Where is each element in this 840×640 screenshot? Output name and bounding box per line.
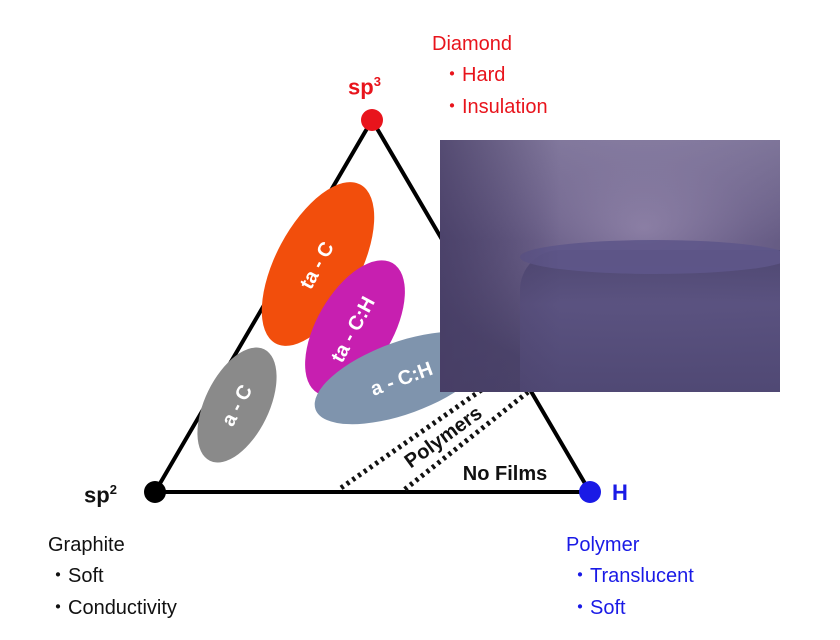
polymer-title: Polymer (566, 533, 639, 557)
vertex-sp2-dot (144, 481, 166, 503)
polymer-item-translucent: ・Translucent (570, 564, 694, 588)
polymer-item-soft: ・Soft (570, 596, 626, 620)
diamond-item-hard: ・Hard (442, 63, 505, 87)
graphite-item-conductivity: ・Conductivity (48, 596, 177, 620)
vertex-label-sp2: sp2 (84, 478, 117, 507)
band-label-no-films: No Films (463, 463, 547, 485)
plasma-photo (440, 140, 780, 392)
graphite-item-soft: ・Soft (48, 564, 104, 588)
vertex-label-sp3: sp3 (348, 70, 381, 99)
diamond-item-insulation: ・Insulation (442, 95, 548, 119)
diamond-title: Diamond (432, 32, 512, 56)
vertex-label-h: H (612, 481, 628, 505)
graphite-title: Graphite (48, 533, 125, 557)
vertex-h-dot (579, 481, 601, 503)
vertex-sp3-dot (361, 109, 383, 131)
